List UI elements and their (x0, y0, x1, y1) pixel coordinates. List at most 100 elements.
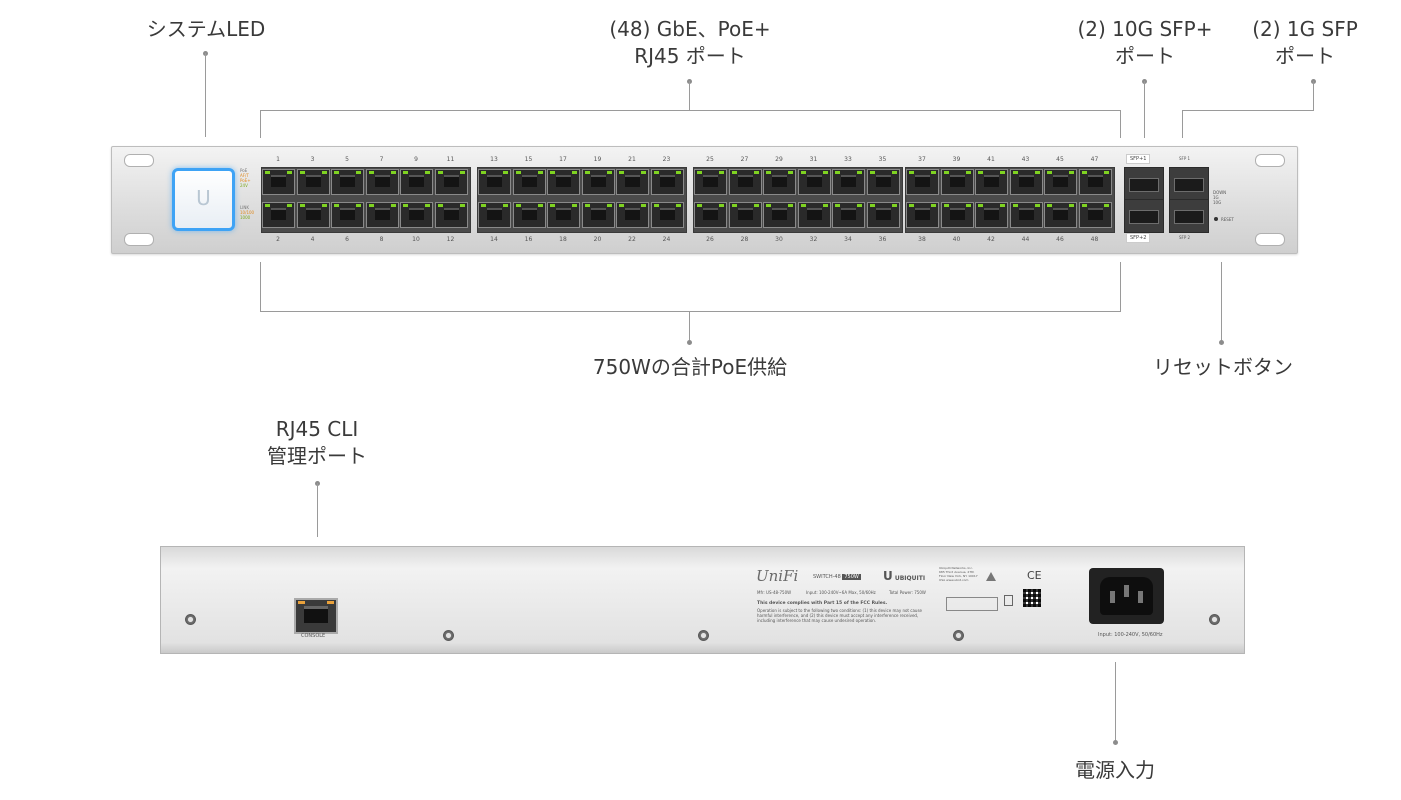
sfp-plus-port-1[interactable] (1124, 167, 1164, 201)
port-led (437, 204, 443, 207)
leader-line (689, 81, 690, 111)
rj45-port-9[interactable] (400, 169, 433, 195)
port-led (334, 171, 339, 174)
port-led (425, 204, 430, 207)
rj45-port-47[interactable] (1078, 169, 1112, 195)
warning-triangle-icon (986, 572, 996, 581)
bracket-line (1120, 110, 1121, 138)
rj45-port-7[interactable] (365, 169, 399, 195)
rj45-port-14[interactable] (478, 202, 511, 228)
rj45-port-10[interactable] (400, 202, 433, 228)
port-led (1000, 171, 1005, 174)
rj45-port-31[interactable] (797, 169, 831, 195)
port-led (766, 204, 771, 207)
port-led (537, 204, 543, 207)
port-led (1069, 204, 1074, 207)
rj45-port-2[interactable] (262, 202, 295, 228)
leader-line (317, 483, 318, 537)
rj45-port-18[interactable] (547, 202, 580, 228)
port-led (356, 204, 361, 207)
port-led (606, 171, 612, 174)
rj45-port-48[interactable] (1078, 202, 1112, 228)
rj45-port-30[interactable] (763, 202, 796, 228)
rj45-port-6[interactable] (331, 202, 364, 228)
rj45-port-32[interactable] (797, 202, 831, 228)
rj45-port-40[interactable] (940, 202, 974, 228)
leader-line (1144, 81, 1145, 138)
port-led (619, 204, 624, 207)
rj45-port-11[interactable] (434, 169, 468, 195)
rj45-port-12[interactable] (434, 202, 468, 228)
power-pin (1138, 591, 1143, 603)
gbe-poe-ports-label: (48) GbE、PoE+ RJ45 ポート (609, 17, 771, 68)
port-led (909, 204, 914, 207)
leader-dot (1113, 740, 1118, 745)
rj45-port-21[interactable] (616, 169, 649, 195)
sfp-plus-ports-label: (2) 10G SFP+ ポート (1077, 17, 1213, 68)
rj45-port-35[interactable] (866, 169, 900, 195)
port-number-even: 24 (662, 236, 671, 243)
sfp-plus-port-2[interactable] (1124, 199, 1164, 233)
rj45-port-1[interactable] (262, 169, 295, 195)
rj45-port-16[interactable] (512, 202, 546, 228)
port-led (481, 171, 486, 174)
power-socket[interactable] (1089, 568, 1164, 624)
rj45-port-8[interactable] (365, 202, 399, 228)
rack-ear-hole (1255, 233, 1285, 246)
rj45-port-28[interactable] (728, 202, 762, 228)
rj45-port-26[interactable] (694, 202, 727, 228)
port-led (857, 171, 862, 174)
port-number-odd: 1 (276, 156, 280, 163)
port-led (653, 171, 659, 174)
rj45-port-41[interactable] (975, 169, 1008, 195)
port-number-odd: 37 (918, 156, 926, 163)
rj45-port-19[interactable] (581, 169, 615, 195)
rj45-port-29[interactable] (763, 169, 796, 195)
rj45-port-39[interactable] (940, 169, 974, 195)
rj45-port-33[interactable] (832, 169, 865, 195)
system-led-button[interactable]: U (172, 168, 235, 231)
console-led (327, 601, 334, 604)
rj45-port-4[interactable] (296, 202, 330, 228)
port-led (299, 171, 305, 174)
rj45-port-13[interactable] (478, 169, 511, 195)
fcc-heading: This device complies with Part 15 of the… (757, 601, 888, 606)
port-led (1069, 171, 1074, 174)
port-number-odd: 39 (952, 156, 961, 163)
rj45-port-20[interactable] (581, 202, 615, 228)
rj45-port-34[interactable] (832, 202, 865, 228)
rj45-port-44[interactable] (1009, 202, 1043, 228)
bracket-line (1182, 110, 1183, 138)
rj45-port-38[interactable] (906, 202, 939, 228)
port-number-even: 42 (987, 236, 995, 243)
rj45-port-27[interactable] (728, 169, 762, 195)
rj45-port-5[interactable] (331, 169, 364, 195)
rj45-port-25[interactable] (694, 169, 727, 195)
screw-icon (1209, 614, 1220, 625)
port-led (537, 171, 543, 174)
rj45-port-17[interactable] (547, 169, 580, 195)
port-led (1012, 171, 1018, 174)
sfp-port-2[interactable] (1169, 199, 1209, 233)
port-led (403, 204, 408, 207)
reset-text: RESET (1221, 217, 1234, 222)
system-led-label: システムLED (146, 17, 266, 41)
rj45-port-36[interactable] (866, 202, 900, 228)
rj45-port-45[interactable] (1044, 169, 1077, 195)
reset-button[interactable] (1214, 217, 1218, 221)
rj45-port-3[interactable] (296, 169, 330, 195)
rj45-port-37[interactable] (906, 169, 939, 195)
rj45-port-22[interactable] (616, 202, 649, 228)
rj45-port-24[interactable] (650, 202, 684, 228)
rj45-port-43[interactable] (1009, 169, 1043, 195)
rj45-port-23[interactable] (650, 169, 684, 195)
sfp-port-1[interactable] (1169, 167, 1209, 201)
rj45-port-42[interactable] (975, 202, 1008, 228)
rj45-port-46[interactable] (1044, 202, 1077, 228)
port-led (1047, 171, 1052, 174)
port-number-even: 34 (844, 236, 852, 243)
console-port[interactable] (294, 598, 338, 634)
bracket-line (1120, 262, 1121, 312)
rj45-port-15[interactable] (512, 169, 546, 195)
port-number-even: 28 (740, 236, 749, 243)
